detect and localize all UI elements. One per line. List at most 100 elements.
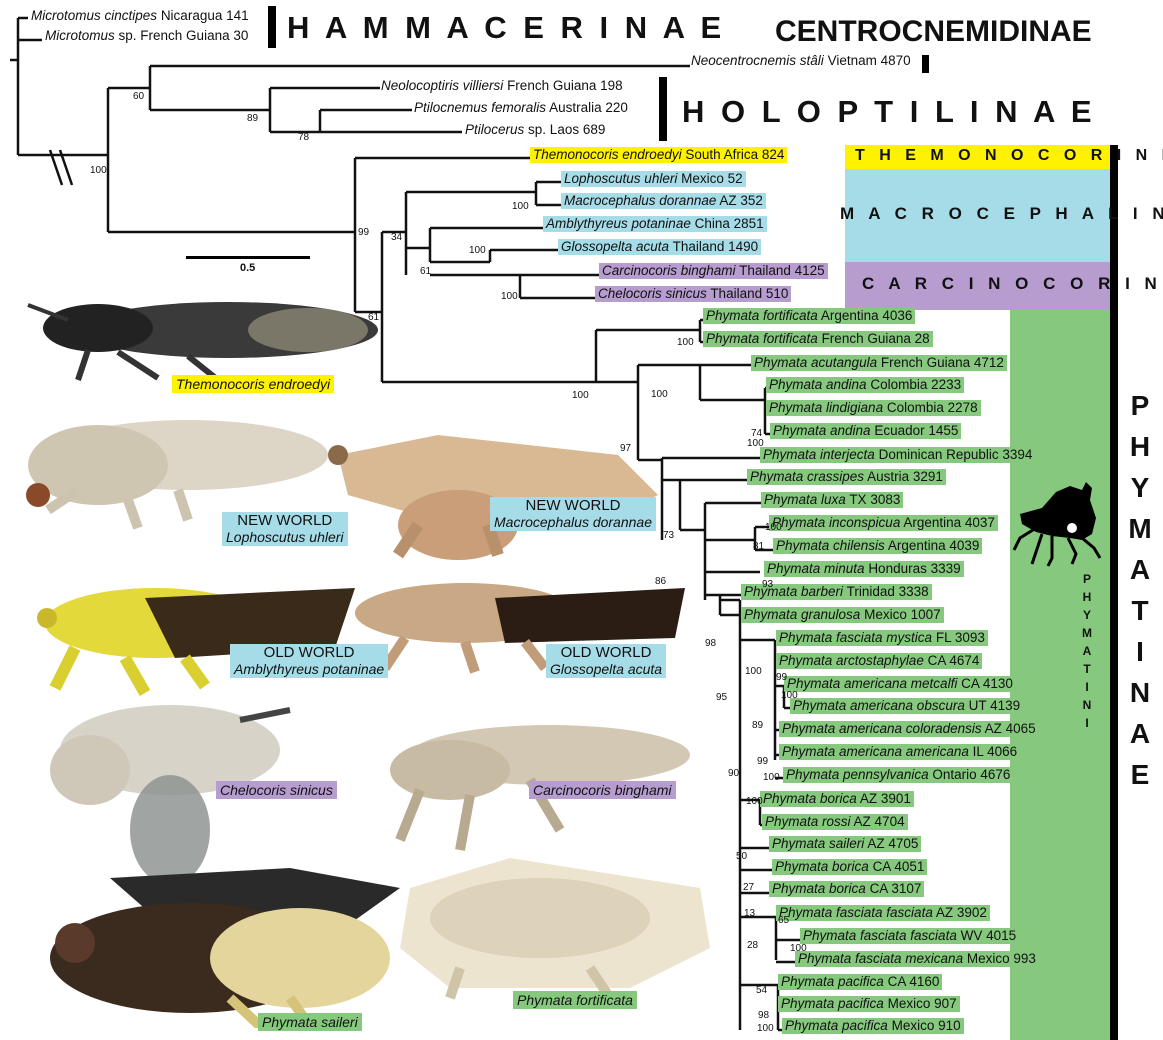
taxon-species: Phymata granulosa: [744, 607, 860, 622]
taxon-label: Phymata luxa TX 3083: [761, 492, 903, 508]
caption-amblythyreus: OLD WORLD Amblythyreus potaninae: [230, 644, 388, 678]
phymatini-letter: A: [1080, 644, 1094, 658]
taxon-species: Phymata interjecta: [763, 447, 875, 462]
taxon-label: Phymata granulosa Mexico 1007: [741, 607, 944, 623]
support-value: 99: [757, 756, 768, 767]
taxon-locality: Argentina 4037: [903, 515, 995, 530]
phymatinae-letter: A: [1122, 554, 1158, 586]
taxon-label: Phymata lindigiana Colombia 2278: [766, 400, 981, 416]
taxon-locality: Mexico 52: [681, 171, 743, 186]
taxon-locality: Thailand 1490: [673, 239, 759, 254]
support-value: 100: [763, 772, 780, 783]
taxon-label: Phymata fasciata mystica FL 3093: [776, 630, 988, 646]
support-value: 74: [751, 428, 762, 439]
taxon-species: Phymata americana coloradensis: [782, 721, 982, 736]
taxon-species: Macrocephalus dorannae: [564, 193, 716, 208]
support-value: 98: [705, 638, 716, 649]
taxon-species: Ptilocerus: [465, 122, 524, 137]
taxon-species: Phymata fasciata mexicana: [798, 951, 963, 966]
taxon-species: Lophoscutus uhleri: [564, 171, 677, 186]
taxon-species: Phymata chilensis: [776, 538, 885, 553]
phymatini-letter: N: [1080, 698, 1094, 712]
taxon-locality: AZ 4065: [985, 721, 1036, 736]
taxon-label: Phymata borica AZ 3901: [760, 791, 914, 807]
taxon-label: Ptilocnemus femoralis Australia 220: [411, 100, 631, 116]
taxon-locality: South Africa 824: [685, 147, 784, 162]
support-value: 81: [753, 541, 764, 552]
taxon-species: Phymata borica: [772, 881, 866, 896]
support-value: 50: [736, 851, 747, 862]
support-value: 78: [298, 132, 309, 143]
scale-bar-label: 0.5: [240, 262, 255, 274]
phymatinae-letter: A: [1122, 718, 1158, 750]
taxon-locality: Vietnam 4870: [828, 53, 911, 68]
taxon-label: Phymata acutangula French Guiana 4712: [751, 355, 1007, 371]
caption-species: Carcinocoris binghami: [533, 782, 672, 798]
support-value: 13: [744, 908, 755, 919]
phymatinae-letter: N: [1122, 677, 1158, 709]
caption-region: OLD WORLD: [550, 645, 662, 661]
taxon-locality: French Guiana 198: [507, 78, 623, 93]
taxon-species: Ptilocnemus femoralis: [414, 100, 546, 115]
taxon-label: Phymata pacifica Mexico 910: [782, 1018, 964, 1034]
phymatinae-letter: P: [1122, 390, 1158, 422]
caption-species: Amblythyreus potaninae: [234, 661, 384, 677]
support-value: 100: [746, 796, 763, 807]
taxon-locality: CA 4674: [928, 653, 980, 668]
support-value: 95: [716, 692, 727, 703]
taxon-locality: Trinidad 3338: [847, 584, 929, 599]
phymatinae-letter: E: [1122, 759, 1158, 791]
taxon-locality: Honduras 3339: [868, 561, 960, 576]
taxon-locality: Ecuador 1455: [874, 423, 958, 438]
taxon-locality: Argentina 4039: [888, 538, 980, 553]
support-value: 100: [512, 201, 529, 212]
phymatini-letter: T: [1080, 662, 1094, 676]
taxon-species: Glossopelta acuta: [561, 239, 669, 254]
macrocephalus-photo: [318, 415, 658, 565]
taxon-species: Phymata pacifica: [781, 996, 884, 1011]
caption-species: Lophoscutus uhleri: [226, 529, 344, 545]
taxon-species: Phymata saileri: [772, 836, 864, 851]
taxon-species: Phymata fasciata fasciata: [779, 905, 933, 920]
carcinocorini-title: C A R C I N O C O R I N I: [862, 274, 1163, 294]
taxon-label: Phymata crassipes Austria 3291: [747, 469, 946, 485]
caption-species: Phymata fortificata: [517, 992, 633, 1008]
taxon-locality: AZ 4704: [854, 814, 905, 829]
taxon-label: Lophoscutus uhleri Mexico 52: [561, 171, 746, 187]
support-value: 54: [756, 985, 767, 996]
taxon-species: Phymata andina: [769, 377, 867, 392]
taxon-locality: AZ 4705: [867, 836, 918, 851]
taxon-label: Phymata pacifica Mexico 907: [778, 996, 960, 1012]
taxon-label: Neocentrocnemis stâli Vietnam 4870: [688, 53, 914, 69]
taxon-locality: Mexico 907: [888, 996, 957, 1011]
support-value: 100: [572, 390, 589, 401]
taxon-label: Phymata fortificata Argentina 4036: [703, 308, 915, 324]
taxon-species: Phymata inconspicua: [772, 515, 900, 530]
taxon-species: Phymata borica: [763, 791, 857, 806]
taxon-locality: WV 4015: [961, 928, 1017, 943]
caption-species: Phymata saileri: [262, 1014, 358, 1030]
taxon-label: Phymata interjecta Dominican Republic 33…: [760, 447, 1035, 463]
amblythyreus-photo: [35, 568, 365, 698]
taxon-locality: CA 4051: [873, 859, 925, 874]
holoptilinae-bar: [659, 77, 667, 141]
taxon-species: Phymata pacifica: [781, 974, 884, 989]
taxon-label: Microtomus cinctipes Nicaragua 141: [28, 8, 252, 24]
support-value: 28: [747, 940, 758, 951]
taxon-species: Phymata rossi: [765, 814, 851, 829]
caption-region: NEW WORLD: [226, 513, 344, 529]
taxon-locality: AZ 352: [719, 193, 763, 208]
taxon-label: Phymata fasciata mexicana Mexico 993: [795, 951, 1039, 967]
taxon-label: Phymata inconspicua Argentina 4037: [769, 515, 998, 531]
taxon-species: Chelocoris sinicus: [598, 286, 707, 301]
taxon-species: Phymata andina: [773, 423, 871, 438]
caption-region: OLD WORLD: [234, 645, 384, 661]
caption-species: Macrocephalus dorannae: [494, 514, 652, 530]
taxon-label: Glossopelta acuta Thailand 1490: [558, 239, 761, 255]
centrocnemidinae-title: CENTROCNEMIDINAE: [775, 15, 1092, 49]
taxon-locality: Nicaragua 141: [161, 8, 249, 23]
support-value: 99: [776, 672, 787, 683]
taxon-locality: sp. French Guiana 30: [119, 28, 249, 43]
caption-species: Chelocoris sinicus: [220, 782, 333, 798]
taxon-label: Phymata andina Colombia 2233: [766, 377, 964, 393]
